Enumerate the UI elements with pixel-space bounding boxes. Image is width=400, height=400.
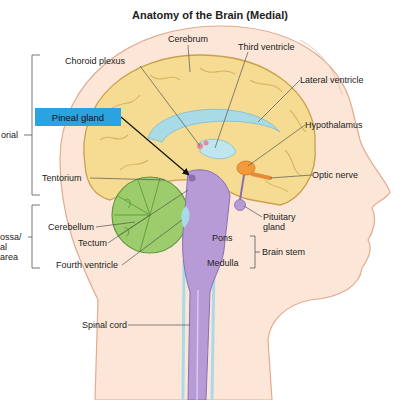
pineal-shape: [189, 175, 196, 182]
structure-label: Fourth ventricle: [56, 260, 118, 270]
diagram-title: Anatomy of the Brain (Medial): [0, 9, 400, 21]
central-canal: [197, 290, 198, 400]
highlight-label-box: Pineal gland: [35, 108, 121, 126]
structure-label: Pineal gland: [52, 112, 104, 123]
lateral-ventricle-shape: [148, 109, 280, 142]
third-ventricle-shape: [200, 139, 236, 159]
pituitary-stalk: [240, 175, 244, 200]
choroid-plexus-shape: [204, 141, 209, 146]
structure-label: Medulla: [207, 258, 239, 268]
cerebellum-folia: [114, 178, 160, 251]
structure-label: Tectum: [78, 238, 107, 248]
region-brackets: [24, 55, 260, 268]
structure-label: Pons: [212, 233, 233, 243]
structure-label: Spinal cord: [82, 320, 127, 330]
structure-label: Brain stem: [262, 247, 305, 257]
fourth-ventricle-shape: [181, 206, 189, 228]
head-silhouette: [60, 26, 390, 400]
leader-lines: [90, 45, 312, 325]
structure-label: Lateral ventricle: [300, 75, 364, 85]
structure-label: Choroid plexus: [65, 56, 125, 66]
ear-detail: [300, 40, 342, 95]
optic-nerve-shape: [252, 174, 270, 178]
structure-label: Tentorium: [42, 173, 82, 183]
structure-label: Cerebellum: [48, 222, 94, 232]
structure-label: ossa/ al area: [0, 232, 27, 262]
structure-label: Third ventricle: [238, 42, 295, 52]
structure-label: Hypothalamus: [305, 120, 363, 130]
structure-label: Optic nerve: [312, 170, 358, 180]
structure-label: Pituitary gland: [263, 212, 305, 232]
pituitary-shape: [235, 200, 246, 211]
structure-label: orial: [1, 130, 18, 140]
pineal-pointer-arrow: [121, 117, 189, 175]
brainstem-shape: [183, 170, 230, 400]
structure-label: Cerebrum: [168, 34, 208, 44]
